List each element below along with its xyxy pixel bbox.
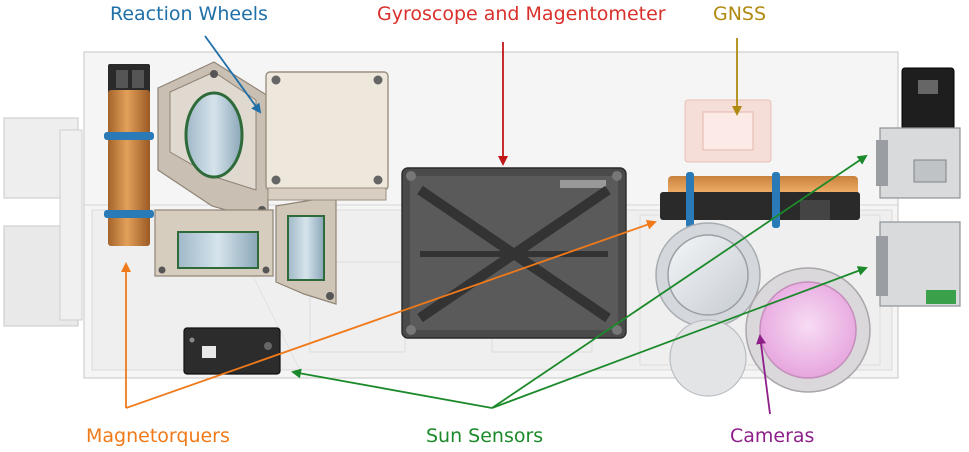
sun-sensor-bracket-bottom	[876, 221, 961, 307]
arrow-magnetorquers	[121, 219, 657, 409]
arrow-sun-sensors	[291, 154, 868, 409]
label-cameras: Cameras	[730, 425, 815, 447]
arrow-cameras	[756, 334, 771, 415]
label-gyroscope-magnetometer: Gyroscope and Magentometer	[377, 3, 666, 25]
reaction-wheel-bottom-left	[154, 209, 274, 277]
gyroscope-magnetometer-unit	[401, 167, 627, 339]
sun-sensor-bracket-top	[876, 67, 961, 199]
gnss-antenna	[684, 99, 772, 163]
magnetorquer-rod-horizontal	[660, 172, 860, 228]
camera-lens-pink	[745, 267, 871, 393]
reaction-wheel-top	[157, 61, 269, 223]
reaction-wheel-cube	[265, 71, 389, 201]
label-reaction-wheels: Reaction Wheels	[110, 3, 268, 25]
arrow-reaction-wheels	[204, 35, 262, 114]
label-magnetorquers: Magnetorquers	[86, 425, 230, 447]
magnetorquer-rod-vertical	[104, 64, 154, 246]
label-gnss: GNSS	[713, 3, 767, 25]
reaction-wheel-bottom-right	[275, 195, 337, 305]
sun-sensor-box	[183, 327, 281, 375]
camera-lens-bottom	[669, 319, 747, 397]
label-sun-sensors: Sun Sensors	[426, 425, 544, 447]
camera-lens-left	[655, 222, 761, 328]
